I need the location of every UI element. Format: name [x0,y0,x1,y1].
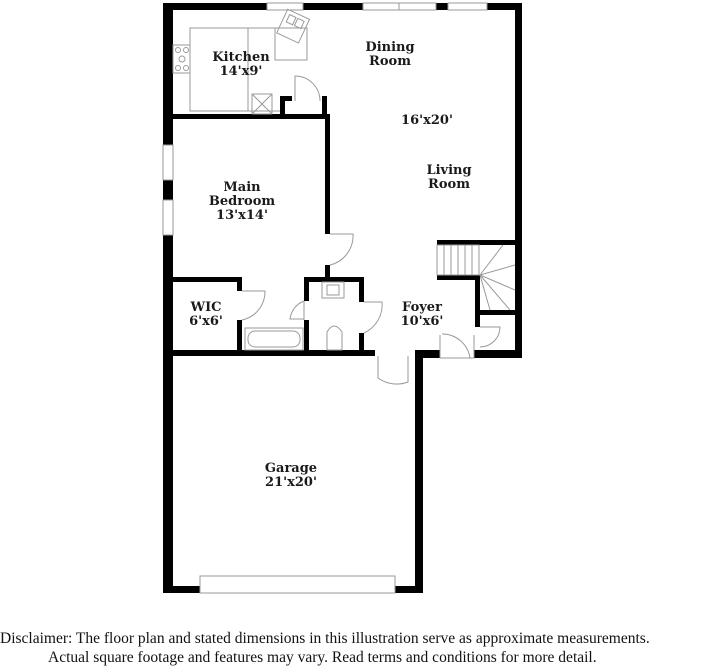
room-name-line2: Room [369,54,411,69]
room-dims: 14'x9' [219,64,263,79]
room-label-dining: Dining Room [365,41,414,69]
room-label-living: Living Room [426,164,471,192]
room-dims: 16'x20' [401,113,453,128]
room-dims-dining-living: 16'x20' [401,114,453,128]
disclaimer-line-1: Disclaimer: The floor plan and stated di… [0,630,650,647]
room-name-line1: Living [426,163,472,178]
interior-walls [170,96,517,356]
room-dims: 21'x20' [265,475,317,490]
disclaimer: Disclaimer: The floor plan and stated di… [0,629,704,667]
room-name-line1: Main [223,180,261,195]
room-label-foyer: Foyer 10'x6' [401,301,444,329]
room-name-line2: Bedroom [208,194,276,209]
room-name-line1: Dining [365,40,415,55]
exterior-walls [163,3,522,593]
room-dims: 6'x6' [189,314,223,329]
room-label-wic: WIC 6'x6' [189,301,223,329]
room-name-line2: Room [428,177,470,192]
room-label-main-bedroom: Main Bedroom 13'x14' [209,181,275,223]
fixtures [172,8,516,351]
doors [241,75,501,385]
room-name: Garage [264,461,318,476]
room-dims: 10'x6' [400,314,444,329]
room-name: Foyer [402,300,442,315]
room-label-garage: Garage 21'x20' [265,462,317,490]
floor-plan [162,2,522,594]
windows [162,2,488,594]
disclaimer-line-2: Actual square footage and features may v… [48,649,597,666]
room-name: Kitchen [212,50,270,65]
room-label-kitchen: Kitchen 14'x9' [212,51,269,79]
room-name: WIC [190,300,222,315]
room-dims: 13'x14' [216,208,268,223]
